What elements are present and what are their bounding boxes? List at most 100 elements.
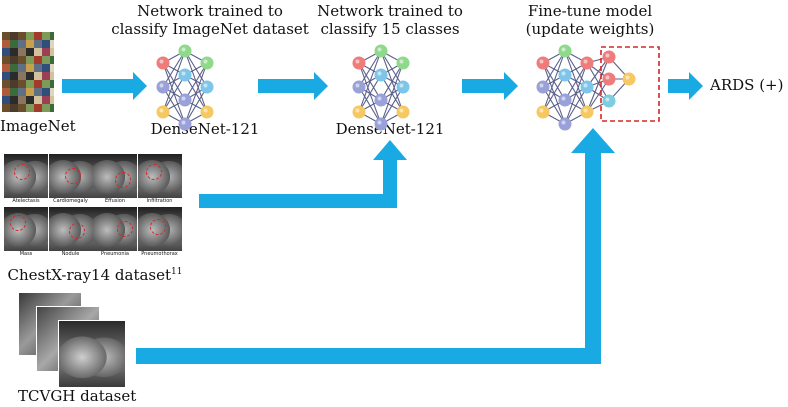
mosaic-tile	[42, 56, 50, 64]
network-node	[200, 56, 214, 70]
network-edge	[542, 74, 566, 113]
network-edge	[380, 62, 404, 101]
network-edge	[380, 86, 404, 125]
network-node-highlight	[181, 96, 186, 101]
mosaic-tile	[10, 72, 18, 80]
network-edge	[162, 50, 186, 88]
network-node-highlight	[539, 83, 544, 88]
mosaic-tile	[2, 80, 10, 88]
lesion-marker	[14, 164, 30, 180]
mosaic-tile	[18, 96, 26, 104]
stage1-title-line1: Network trained to	[137, 2, 283, 20]
network-node-highlight	[399, 108, 404, 113]
mosaic-tile	[42, 88, 50, 96]
network-node-highlight	[605, 53, 610, 58]
network-node-highlight	[355, 108, 360, 113]
mosaic-tile	[34, 96, 42, 104]
mosaic-tile	[42, 96, 50, 104]
mosaic-tile	[10, 32, 18, 40]
network-node	[352, 56, 366, 70]
network-node-highlight	[181, 71, 186, 76]
network-node	[352, 80, 366, 94]
finetune-highlight-box	[600, 46, 660, 122]
network-edge	[162, 74, 186, 113]
mosaic-tile	[10, 96, 18, 104]
chestxray-class-label: Nodule	[48, 251, 93, 258]
network-node	[374, 93, 388, 107]
mosaic-tile	[34, 32, 42, 40]
mosaic-tile	[34, 64, 42, 72]
mosaic-tile	[2, 40, 10, 48]
mosaic-tile	[2, 96, 10, 104]
chestxray-tile: Pneumonia	[93, 207, 137, 258]
mosaic-tile	[10, 48, 18, 56]
mosaic-tile	[50, 104, 54, 112]
mosaic-tile	[18, 104, 26, 112]
chestxray-label: ChestX-ray14 dataset11	[0, 263, 190, 284]
stage1-title: Network trained to classify ImageNet dat…	[100, 2, 320, 38]
network-node	[602, 72, 616, 86]
network-node-highlight	[539, 59, 544, 64]
network-node	[580, 56, 594, 70]
network-node-highlight	[377, 120, 382, 125]
tcvgh-label: TCVGH dataset	[18, 387, 137, 405]
chestxray-class-label: Cardiomegaly	[48, 198, 93, 205]
mosaic-tile	[34, 56, 42, 64]
network-densenet-stage1	[156, 44, 214, 131]
mosaic-tile	[34, 48, 42, 56]
network-node	[200, 80, 214, 94]
mosaic-tile	[10, 80, 18, 88]
chestxray-label-superscript: 11	[171, 267, 183, 277]
tcvgh-stack	[18, 292, 128, 388]
network-node-highlight	[355, 59, 360, 64]
mosaic-tile	[10, 88, 18, 96]
arrow-chestxray-to-stage2	[199, 140, 407, 208]
chestxray-tile: Infiltration	[137, 154, 182, 205]
mosaic-tile	[10, 40, 18, 48]
imagenet-mosaic-graphic	[2, 32, 54, 112]
network-node	[374, 68, 388, 82]
mosaic-tile	[42, 72, 50, 80]
mosaic-tile	[42, 40, 50, 48]
stage2-model-label: DenseNet-121	[335, 120, 445, 138]
network-node	[156, 56, 170, 70]
network-node-highlight	[203, 108, 208, 113]
network-node-highlight	[159, 108, 164, 113]
mosaic-tile	[10, 64, 18, 72]
stage1-title-line2: classify ImageNet dataset	[111, 20, 309, 38]
network-edge	[586, 56, 610, 113]
mosaic-tile	[50, 40, 54, 48]
chestxray-class-label: Effusion	[93, 198, 137, 205]
mosaic-tile	[26, 48, 34, 56]
network-node-highlight	[605, 97, 610, 102]
network-node-highlight	[181, 47, 186, 52]
mosaic-tile	[50, 56, 54, 64]
network-edge	[358, 50, 382, 88]
network-node-highlight	[561, 47, 566, 52]
network-edge	[184, 86, 208, 125]
network-node	[396, 56, 410, 70]
mosaic-tile	[42, 80, 50, 88]
mosaic-tile	[42, 48, 50, 56]
network-node-highlight	[399, 59, 404, 64]
chestxray-tile: Cardiomegaly	[48, 154, 93, 205]
mosaic-tile	[18, 72, 26, 80]
network-edge	[564, 62, 588, 101]
network-node-highlight	[355, 83, 360, 88]
lesion-marker	[149, 219, 166, 235]
network-node-highlight	[539, 108, 544, 113]
mosaic-tile	[50, 72, 54, 80]
network-node-highlight	[561, 71, 566, 76]
mosaic-tile	[2, 48, 10, 56]
chestxray-tile: Mass	[4, 207, 48, 258]
network-node	[156, 80, 170, 94]
chestxray-tile: Effusion	[93, 154, 137, 205]
network-node	[156, 105, 170, 119]
chestxray-class-label: Mass	[4, 251, 48, 258]
stage3-title-line2: (update weights)	[525, 20, 655, 38]
mosaic-tile	[42, 104, 50, 112]
network-node-highlight	[583, 83, 588, 88]
network-node	[558, 44, 572, 58]
